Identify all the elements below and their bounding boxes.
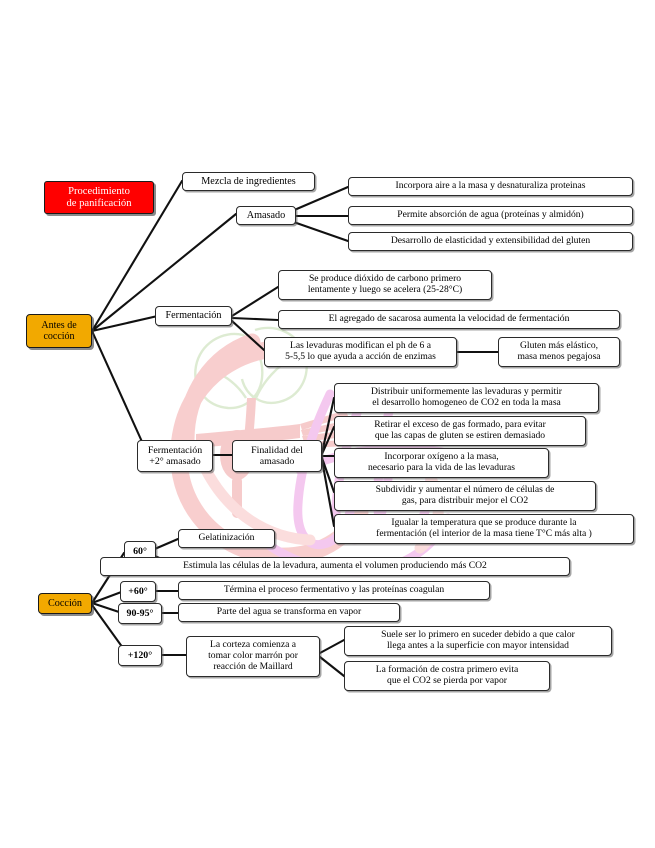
- node-antes-de-coccion[interactable]: Antes de cocción: [26, 314, 92, 348]
- node-finalidad-distribuir-levaduras[interactable]: Distribuir uniformemente las levaduras y…: [334, 383, 599, 413]
- node-amasado-absorcion-agua[interactable]: Permite absorción de agua (proteínas y a…: [348, 206, 633, 225]
- node-mezcla-de-ingredientes[interactable]: Mezcla de ingredientes: [182, 172, 315, 191]
- node-formacion-costra-co2[interactable]: La formación de costra primero evita que…: [344, 661, 550, 691]
- node-agua-transforma-vapor[interactable]: Parte del agua se transforma en vapor: [178, 603, 400, 622]
- node-fermentacion-sacarosa[interactable]: El agregado de sacarosa aumenta la veloc…: [278, 310, 620, 329]
- node-root[interactable]: Procedimiento de panificación: [44, 181, 154, 214]
- node-gelatinizacion[interactable]: Gelatinización: [178, 529, 275, 548]
- node-corteza-maillard[interactable]: La corteza comienza a tomar color marrón…: [186, 636, 320, 677]
- node-finalidad-retirar-exceso-gas[interactable]: Retirar el exceso de gas formado, para e…: [334, 416, 586, 446]
- node-temp-90-95[interactable]: 90-95°: [118, 603, 162, 624]
- node-finalidad-igualar-temperatura[interactable]: Igualar la temperatura que se produce du…: [334, 514, 634, 544]
- node-finalidad-incorporar-oxigeno[interactable]: Incorporar oxígeno a la masa, necesario …: [334, 448, 549, 478]
- node-fermentacion-dioxido-carbono[interactable]: Se produce dióxido de carbono primero le…: [278, 270, 492, 300]
- node-amasado-elasticidad[interactable]: Desarrollo de elasticidad y extensibilid…: [348, 232, 633, 251]
- node-finalidad-subdividir-celulas[interactable]: Subdividir y aumentar el número de célul…: [334, 481, 596, 511]
- node-temp-mas-60[interactable]: +60°: [120, 581, 156, 602]
- node-fermentacion-levaduras-ph[interactable]: Las levaduras modifican el ph de 6 a 5-5…: [264, 337, 457, 367]
- node-gluten-mas-elastico[interactable]: Gluten más elástico, masa menos pegajosa: [498, 337, 620, 367]
- node-amasado[interactable]: Amasado: [236, 206, 296, 225]
- node-fermentacion-segundo-amasado[interactable]: Fermentación +2° amasado: [137, 440, 213, 472]
- node-amasado-incorpora-aire[interactable]: Incorpora aire a la masa y desnaturaliza…: [348, 177, 633, 196]
- node-coccion[interactable]: Cocción: [38, 593, 92, 614]
- node-estimula-celulas-levadura[interactable]: Estimula las células de la levadura, aum…: [100, 557, 570, 576]
- node-temp-mas-120[interactable]: +120°: [118, 645, 162, 666]
- node-fermentacion[interactable]: Fermentación: [155, 306, 232, 326]
- node-termina-proceso-fermentativo[interactable]: Términa el proceso fermentativo y las pr…: [178, 581, 490, 600]
- node-calor-superficie-intensidad[interactable]: Suele ser lo primero en suceder debido a…: [344, 626, 612, 656]
- node-finalidad-del-amasado[interactable]: Finalidad del amasado: [232, 440, 322, 472]
